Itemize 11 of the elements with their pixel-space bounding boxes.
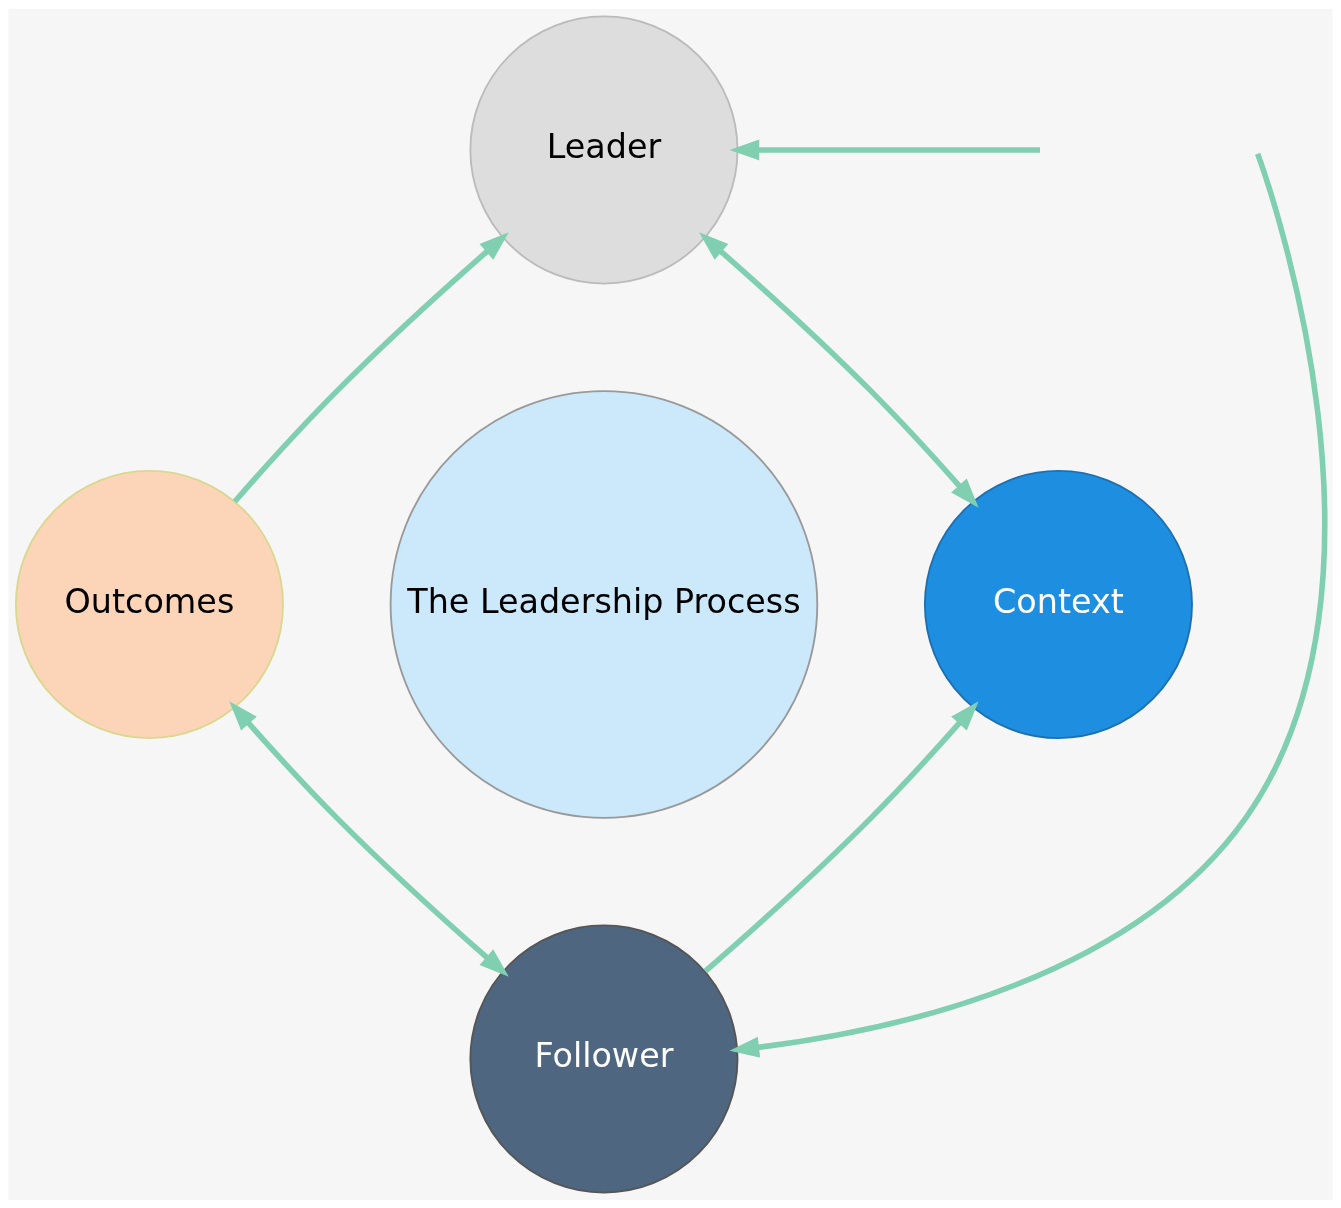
arrow (729, 139, 1041, 160)
arrow (703, 700, 979, 973)
arrow (229, 700, 509, 977)
arrow (699, 231, 979, 508)
node-circle: Context (923, 469, 1193, 739)
arrow (232, 231, 509, 503)
node-circle: Follower (469, 924, 739, 1193)
node-circle: Leader (469, 15, 739, 284)
arrow (729, 152, 1328, 1058)
node-circle: Outcomes (14, 469, 284, 739)
node-circle: The Leadership Process (389, 389, 819, 819)
